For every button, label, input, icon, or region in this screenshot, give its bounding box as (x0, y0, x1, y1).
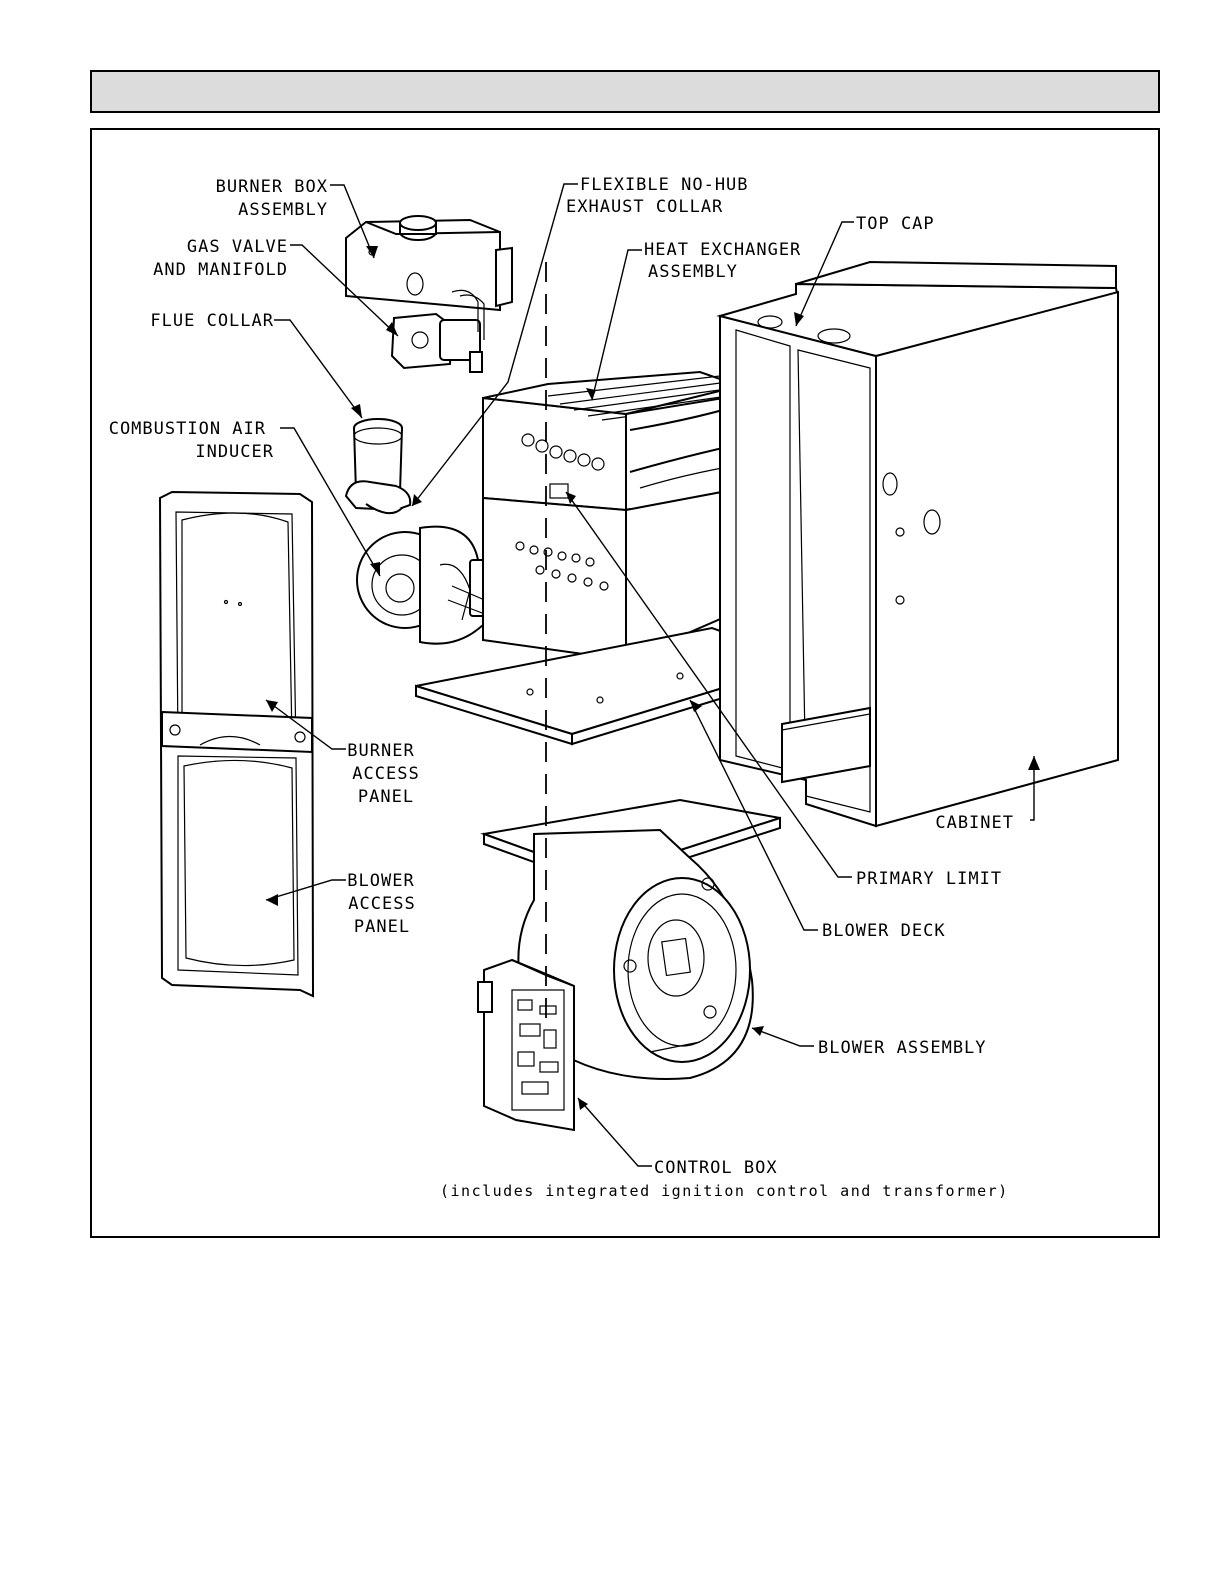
label-blower-access-2: ACCESS (348, 894, 415, 914)
label-blower-assembly: BLOWER ASSEMBLY (818, 1038, 987, 1058)
label-top-cap: TOP CAP (856, 214, 935, 234)
label-primary-limit: PRIMARY LIMIT (856, 869, 1002, 889)
label-control-box-2: (includes integrated ignition control an… (440, 1182, 1009, 1200)
label-burner-access-1: BURNER (347, 741, 414, 761)
cabinet-drawing (720, 262, 1118, 826)
label-combustion-air-2: INDUCER (195, 442, 274, 462)
label-heat-exchanger-2: ASSEMBLY (648, 262, 738, 282)
label-blower-access-1: BLOWER (347, 871, 414, 891)
label-exhaust-collar-1: FLEXIBLE NO-HUB (580, 175, 749, 195)
label-heat-exchanger-1: HEAT EXCHANGER (644, 240, 801, 260)
label-burner-access-3: PANEL (358, 787, 414, 807)
label-exhaust-collar-2: EXHAUST COLLAR (566, 197, 723, 217)
label-flue-collar: FLUE COLLAR (150, 311, 274, 331)
label-gas-valve-2: AND MANIFOLD (153, 260, 288, 280)
access-panel-drawing (160, 492, 313, 996)
label-burner-box-2: ASSEMBLY (238, 200, 328, 220)
label-gas-valve-1: GAS VALVE (187, 237, 288, 257)
label-burner-box-1: BURNER BOX (216, 177, 328, 197)
control-box-drawing (478, 960, 574, 1130)
label-burner-access-2: ACCESS (352, 764, 419, 784)
label-control-box-1: CONTROL BOX (654, 1158, 778, 1178)
label-combustion-air-1: COMBUSTION AIR (109, 419, 266, 439)
burner-box-drawing (346, 216, 512, 310)
label-cabinet: CABINET (935, 813, 1014, 833)
label-blower-access-3: PANEL (354, 917, 410, 937)
label-blower-deck: BLOWER DECK (822, 921, 946, 941)
